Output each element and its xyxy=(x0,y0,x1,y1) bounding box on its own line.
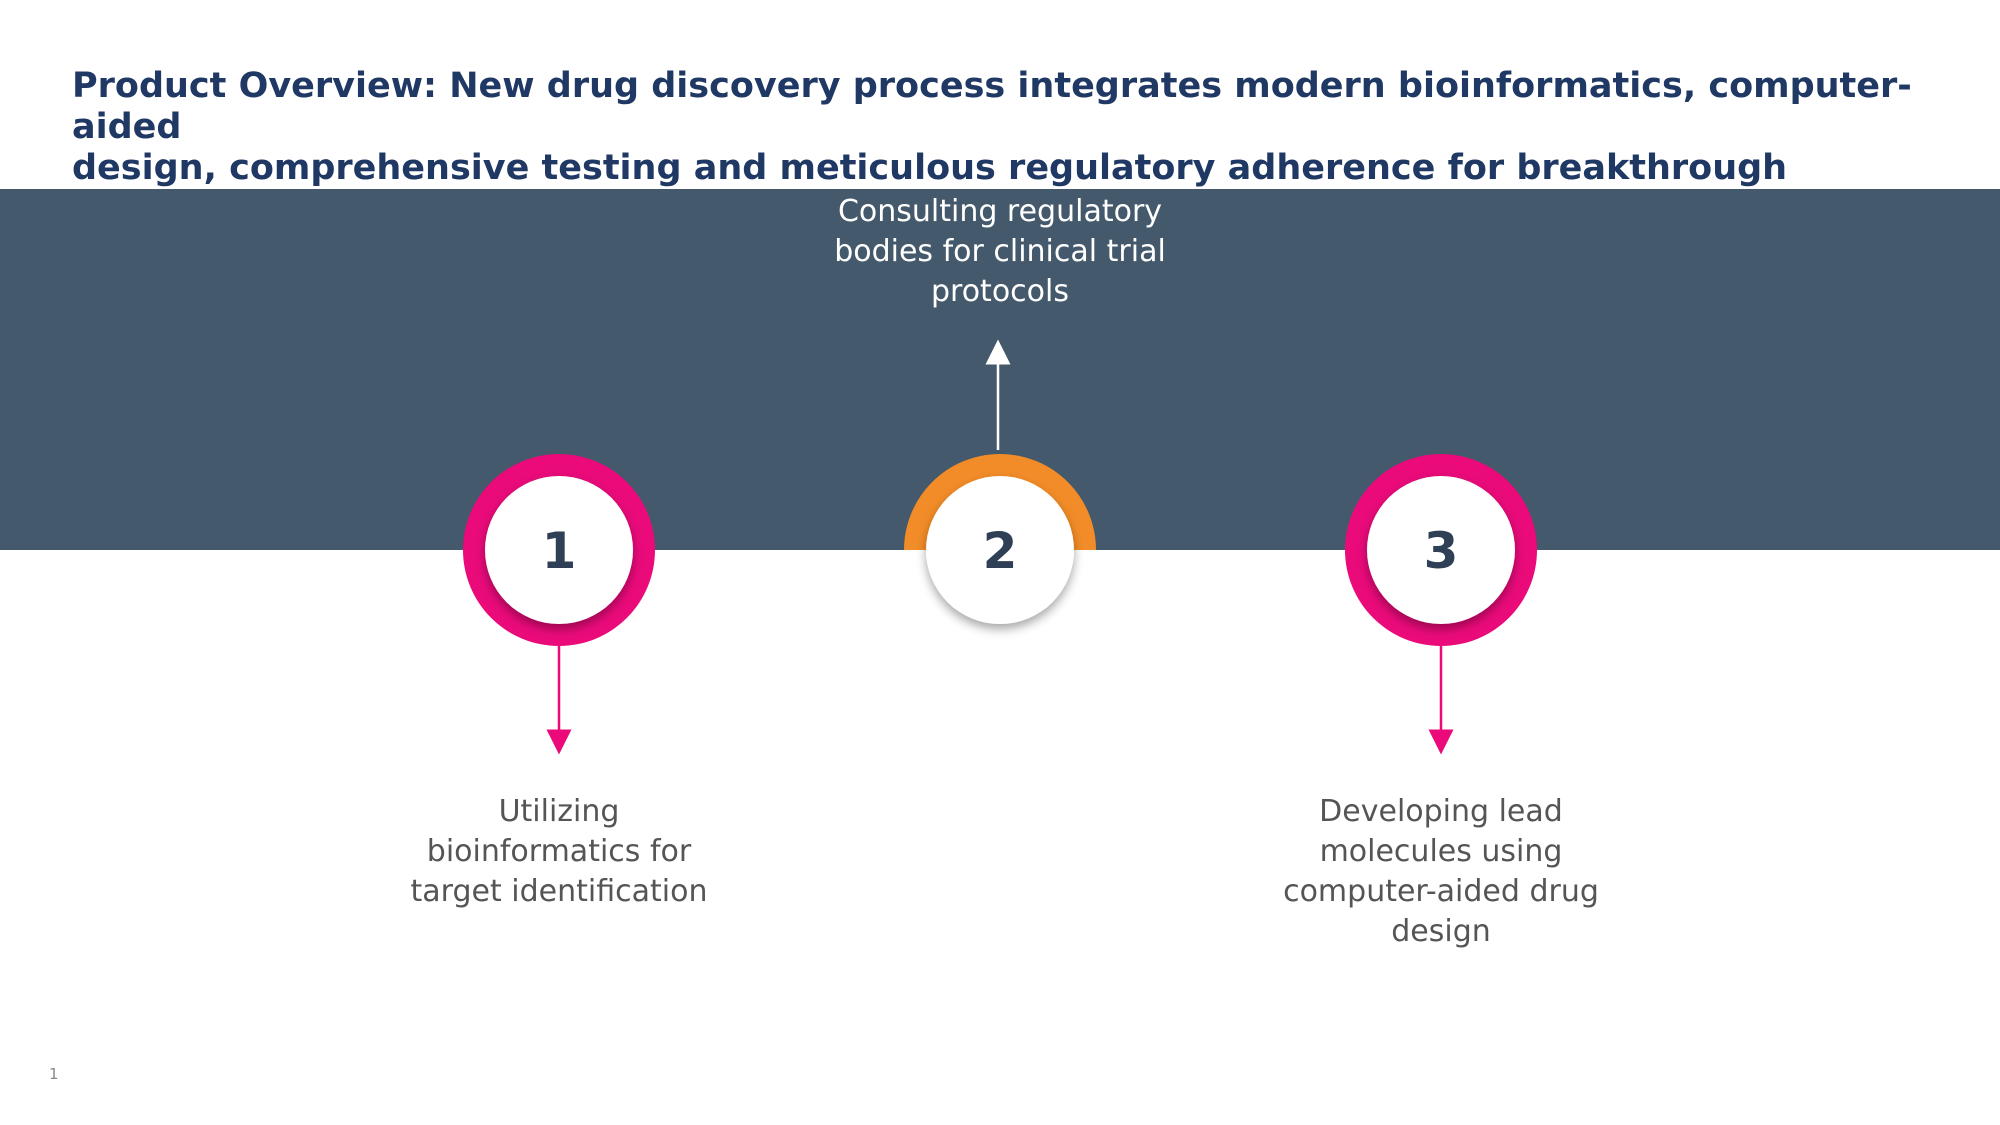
step-1-line-3: target identification xyxy=(410,874,708,909)
page-number: 1 xyxy=(49,1065,59,1083)
slide-title-line-1: Product Overview: New drug discovery pro… xyxy=(72,66,1912,147)
step-3-line-3: computer-aided drug xyxy=(1283,874,1599,909)
step-2-number: 2 xyxy=(983,522,1018,580)
step-3-number: 3 xyxy=(1424,522,1459,580)
step-1-line-1: Utilizing xyxy=(498,794,620,829)
step-3-line-1: Developing lead xyxy=(1319,794,1563,829)
step-2-marker: 2 xyxy=(904,454,1096,624)
step-3-line-2: molecules using xyxy=(1319,834,1563,869)
step-1-line-2: bioinformatics for xyxy=(426,834,692,869)
step-2-disc xyxy=(926,476,1074,624)
step-1-description: Utilizing bioinformatics for target iden… xyxy=(339,792,779,912)
step-3-disc xyxy=(1367,476,1515,624)
step-2-line-3: protocols xyxy=(930,274,1069,309)
step-2-line-1: Consulting regulatory xyxy=(837,194,1163,229)
step-3-marker: 3 xyxy=(1345,454,1537,646)
step-2-description: Consulting regulatory bodies for clinica… xyxy=(780,192,1220,312)
step-1-marker: 1 xyxy=(463,454,655,646)
step-3-line-4: design xyxy=(1391,914,1491,949)
step-2-line-2: bodies for clinical trial xyxy=(834,234,1166,269)
step-1-disc xyxy=(485,476,633,624)
step-3-description: Developing lead molecules using computer… xyxy=(1221,792,1661,952)
step-1-number: 1 xyxy=(542,522,577,580)
